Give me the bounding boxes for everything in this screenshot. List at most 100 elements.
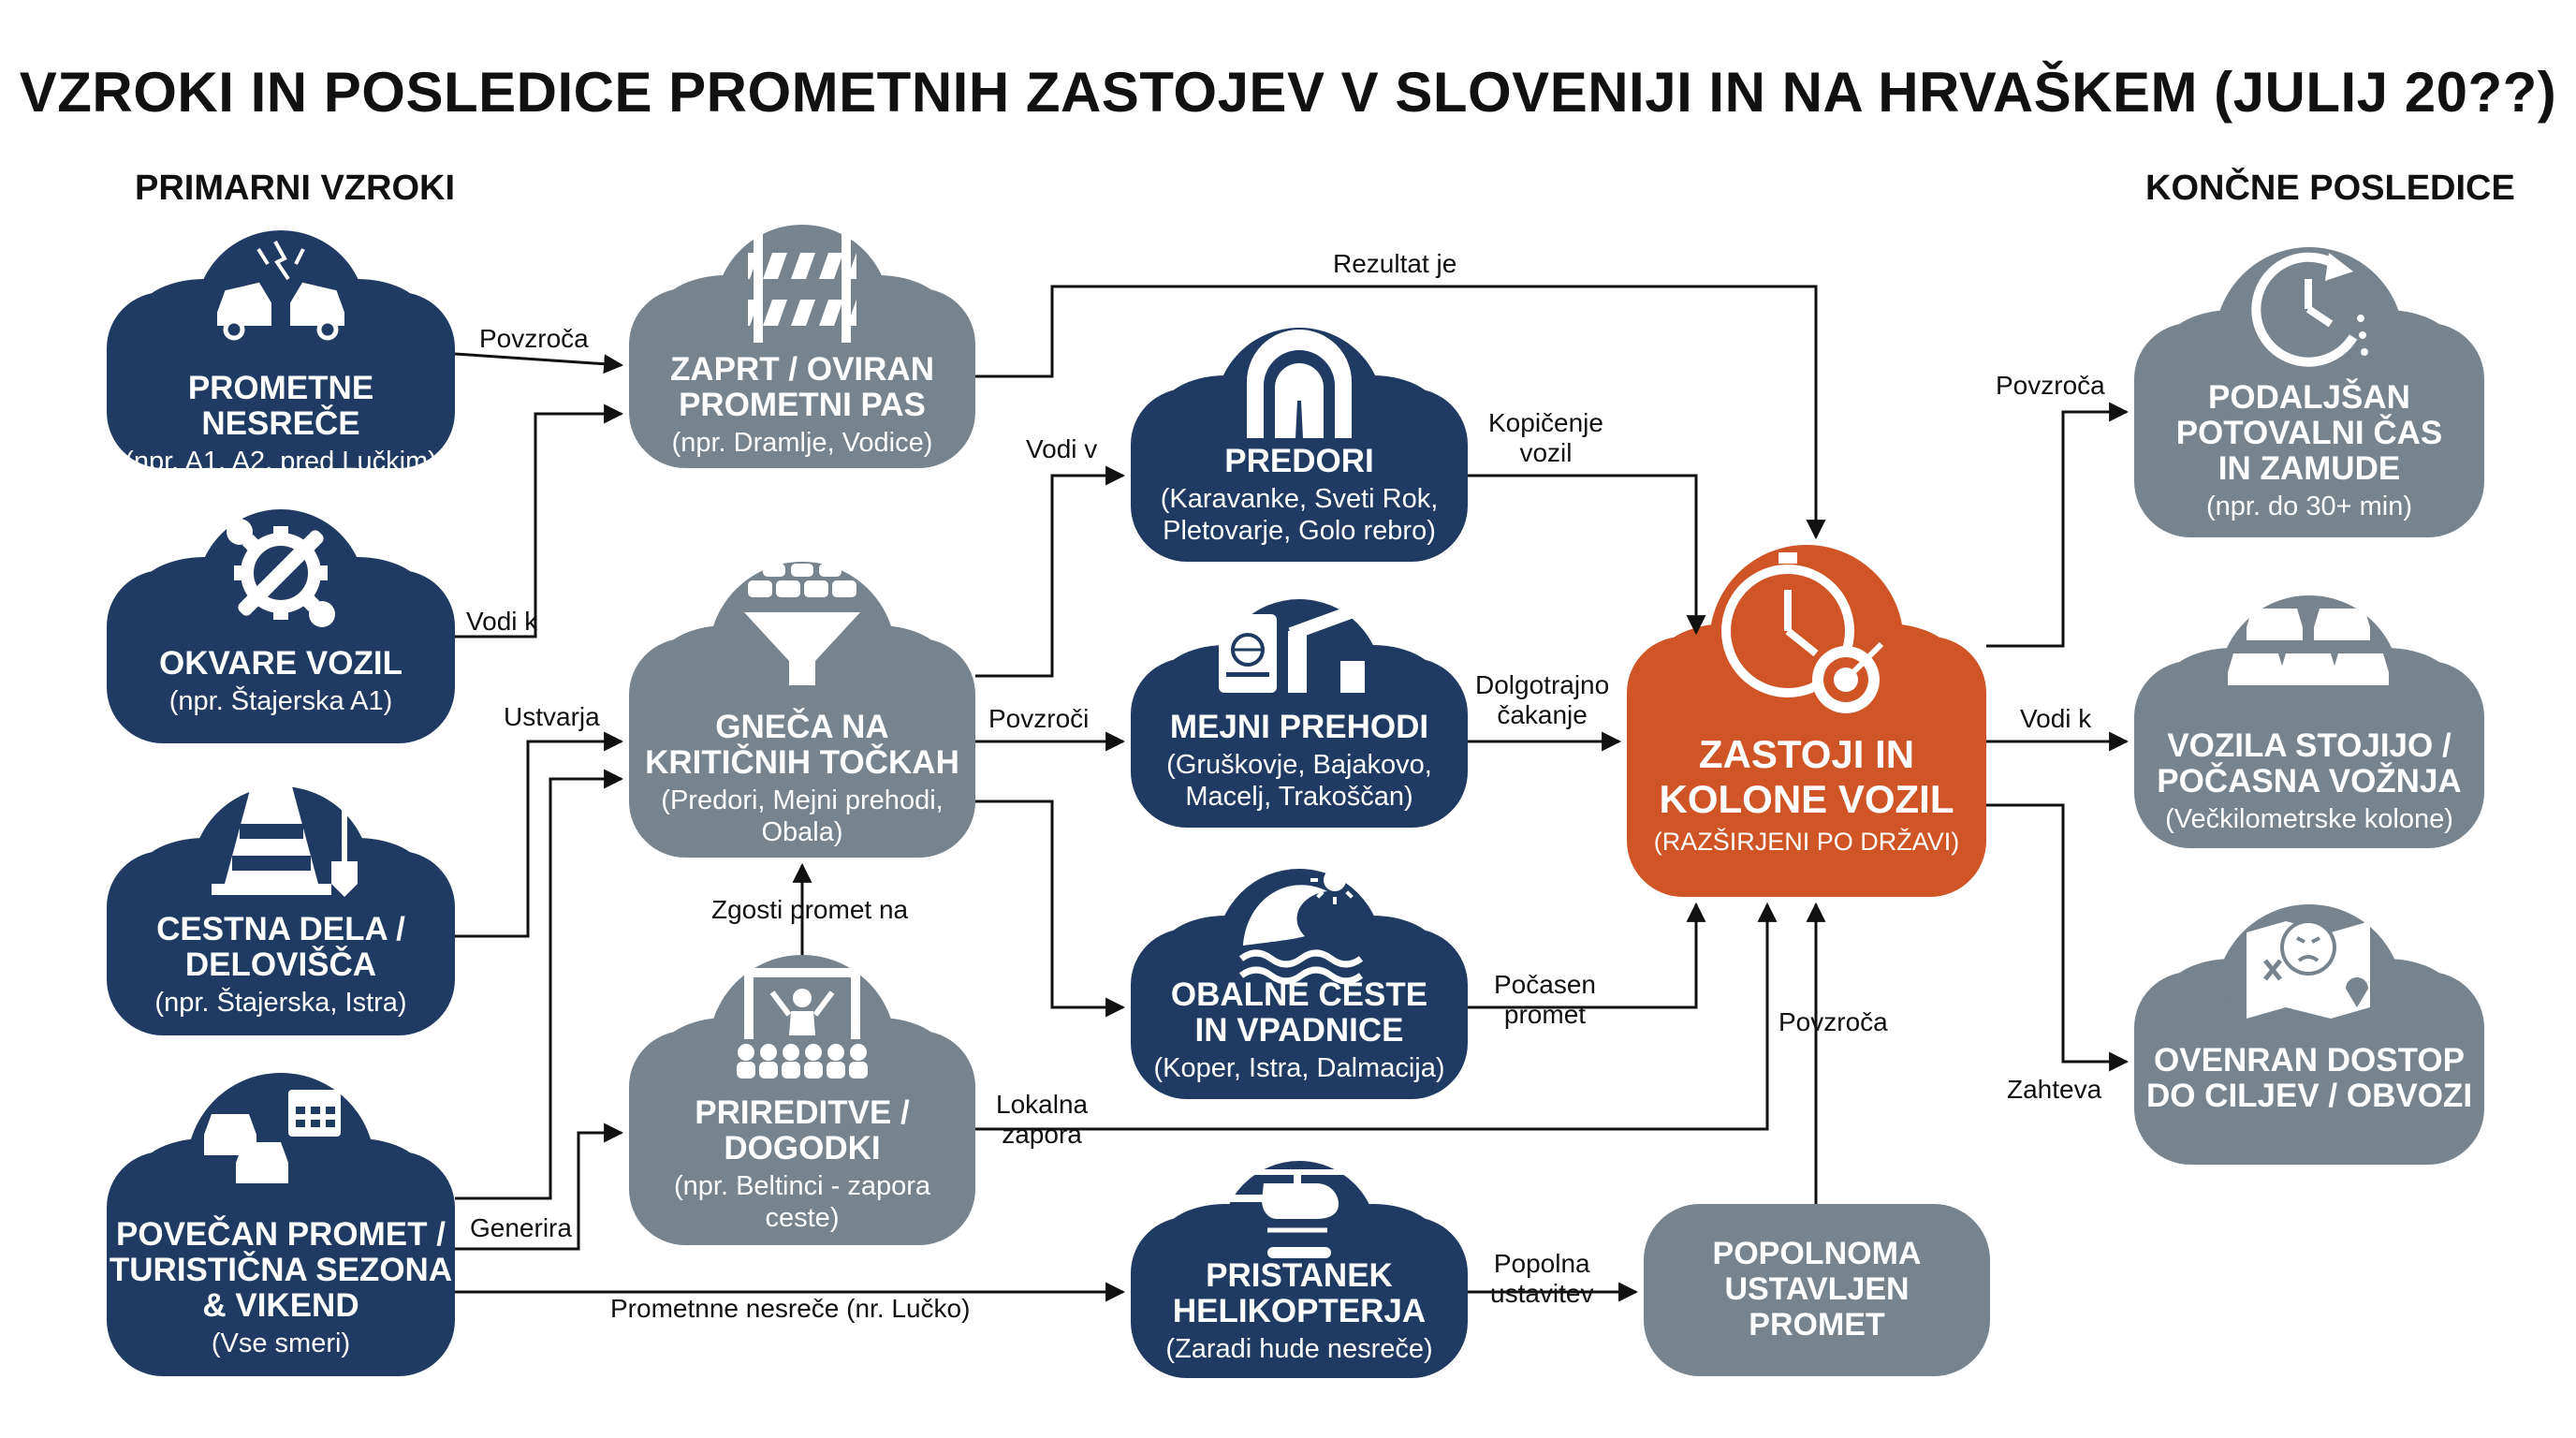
event-stage-icon [737,968,868,1078]
node-subtitle: (Večkilometrske kolone) [2165,804,2453,834]
node-title: ZAPRT / OVIRAN PROMETNI PAS [670,351,934,423]
node-title: PROMETNE NESREČE [187,370,374,442]
node-mejni-prehodi: MEJNI PREHODI (Gruškovje, Bajakovo, Macel… [1131,599,1468,828]
node-subtitle: (npr. Štajerska, Istra) [154,988,407,1018]
edge-e-predori-zastoji [1468,474,1706,636]
node-popolnoma-ustavljen: POPOLNOMA USTAVLJEN PROMET [1644,1204,1990,1376]
edge-label-povzroci: Povzroči [988,704,1090,733]
node-shape-prireditve [629,955,975,1245]
node-subtitle: (npr. Beltinci - zapora ceste) [673,1171,930,1233]
node-shapes [107,225,2484,1378]
node-shape-zastoji [1627,545,1986,897]
edge-label-povzroca-2: Povzroča [1778,1007,1888,1036]
node-title: PRIREDITVE / DOGODKI [695,1094,910,1167]
road-barrier-icon [748,217,856,343]
funnel-cars-icon [744,564,860,685]
edge-label-zgosti: Zgosti promet na [711,895,909,924]
wrench-gear-icon [227,519,335,627]
node-subtitle: (Zaradi hude nesreče) [1165,1334,1433,1364]
edge-label-vodi-k-2: Vodi k [2020,704,2092,733]
node-prometne-nesrece: PROMETNE NESREČE (npr. A1, A2, pred Lučki… [107,230,455,477]
edge-e-zastoji-podalj [1986,402,2130,648]
node-subtitle: (RAZŠIRJENI PO DRŽAVI) [1653,828,1960,856]
node-subtitle: (Karavanke, Sveti Rok, Pletovarje, Golo … [1160,484,1439,546]
cars-calendar-icon [204,1090,341,1183]
node-title: ZASTOJI IN KOLONE VOZIL [1659,732,1954,821]
edge-label-povzroca-3: Povzroča [1996,371,2105,400]
node-title: POVEČAN PROMET / TURISTIČNA SEZONA & VIK… [109,1216,453,1324]
node-title: PREDORI [1224,443,1374,479]
node-subtitle: (Gruškovje, Bajakovo, Macelj, Trakoščan) [1166,750,1432,812]
clock-arrow-icon [2251,252,2368,367]
node-title: CESTNA DELA / DELOVIŠČA [156,911,405,983]
node-title: PODALJŠAN POTOVALNI ČAS IN ZAMUDE [2175,379,2443,487]
page-title: VZROKI IN POSLEDICE PROMETNIH ZASTOJEV V… [19,61,2557,124]
edge-label-kopicenje: Kopičenje vozil [1488,408,1603,467]
edge-label-pocasen: Počasen promet [1494,970,1596,1029]
node-subtitle: (npr. A1, A2, pred Lučkim) [124,447,437,477]
wave-sun-icon [1238,856,1364,985]
traffic-jam-icon [2228,609,2389,685]
clock-target-icon [1721,552,1884,713]
node-title: MEJNI PREHODI [1169,709,1429,745]
node-subtitle: (npr. do 30+ min) [2205,492,2413,521]
node-cestna-dela: CESTNA DELA / DELOVIŠČA (npr. Štajerska, … [107,786,455,1035]
edge-label-ustvarja: Ustvarja [504,702,600,731]
edge-e-dela-gneca [455,731,624,938]
edge-label-lokalna: Lokalna zapora [996,1090,1089,1149]
edge-e-okvare-zaprt [455,404,624,638]
node-title: OBALNE CESTE IN VPADNICE [1170,976,1428,1049]
edge-label-vodi-v: Vodi v [1026,434,1098,463]
edge-lines [454,285,2130,1302]
edge-label-povzroca-1: Povzroča [479,324,589,353]
edge-e-obalne-zastoji [1468,902,1706,1009]
node-subtitle: (Koper, Istra, Dalmacija) [1153,1053,1445,1083]
node-okvare-vozil: OKVARE VOZIL (npr. Štajerska A1) [107,509,455,743]
traffic-cone-shovel-icon [212,776,358,897]
edge-label-vodi-k-1: Vodi k [466,607,538,636]
edge-label-popolna: Popolna ustavitev [1490,1249,1594,1308]
node-subtitle: (npr. Štajerska A1) [168,686,393,716]
node-title: PRISTANEK HELIKOPTERJA [1172,1257,1427,1329]
edge-label-rezultat: Rezultat je [1333,249,1457,278]
passport-barrier-icon [1219,598,1374,693]
angry-map-icon [2247,919,2370,1019]
node-subtitle: (npr. Dramlje, Vodice) [671,428,933,458]
edge-e-gneca-predori [975,465,1126,678]
edge-e-povecan-prir [455,1123,624,1251]
node-subtitle: (Predori, Mejni prehodi, Obala) [661,785,944,847]
edge-e-zaprt-zastoji [975,285,1826,540]
edge-label-prometne-nesrece: Prometnne nesreče (nr. Lučko) [610,1294,971,1323]
node-title: OVENRAN DOSTOP DO CILJEV / OBVOZI [2145,1042,2473,1114]
node-pristanek-helikopterja: PRISTANEK HELIKOPTERJA (Zaradi hude nesre… [1131,1161,1468,1378]
node-title: OKVARE VOZIL [159,645,402,682]
node-icons [204,217,2389,1258]
edge-e-povecan-gneca [455,769,624,1200]
node-subtitle: (Vse smeri) [211,1328,351,1358]
node-otezen-dostop: OVENRAN DOSTOP DO CILJEV / OBVOZI [2134,904,2484,1165]
tunnel-icon [1247,330,1352,438]
car-crash-icon [217,241,344,341]
edge-e-prir-zastoji [975,902,1778,1131]
node-obalne-ceste: OBALNE CESTE IN VPADNICE (Koper, Istra, D… [1131,869,1468,1099]
node-gneca: GNEČA NA KRITIČNIH TOČKAH(Predori, Mejni… [629,562,975,858]
edge-label-zahteva: Zahteva [2007,1075,2102,1104]
edge-e-nesrece-zaprt [454,352,624,374]
node-shape-popolnoma [1644,1204,1990,1376]
node-title: POPOLNOMA USTAVLJEN PROMET [1712,1236,1922,1343]
node-podaljsan-cas: PODALJŠAN POTOVALNI ČAS IN ZAMUDE (npr. d… [2134,247,2484,537]
edge-e-zastoji-otezen [1986,803,2130,1072]
node-title: GNEČA NA KRITIČNIH TOČKAH [645,709,959,781]
node-povecan-promet: POVEČAN PROMET / TURISTIČNA SEZONA & VIK… [107,1073,455,1376]
section-primary-causes: PRIMARNI VZROKI [135,169,455,208]
node-predori: PREDORI (Karavanke, Sveti Rok, Pletovarje… [1131,328,1468,562]
node-zaprt-pas: ZAPRT / OVIRAN PROMETNI PAS (npr. Dramlje… [629,225,975,468]
edge-label-generira: Generira [470,1213,572,1242]
edge-e-gneca-obalne [975,800,1126,1018]
node-vozila-stojijo: VOZILA STOJIJO / POČASNA VOŽNJA (Večkilom… [2134,595,2484,848]
node-zastoji-kolone: ZASTOJI IN KOLONE VOZIL (RAZŠIRJENI PO DR… [1627,545,1986,897]
node-title: VOZILA STOJIJO / POČASNA VOŽNJA [2157,727,2462,800]
edge-label-dolgotrajno: Dolgotrajno čakanje [1475,670,1610,729]
section-final-consequences: KONČNE POSLEDICE [2145,169,2515,208]
